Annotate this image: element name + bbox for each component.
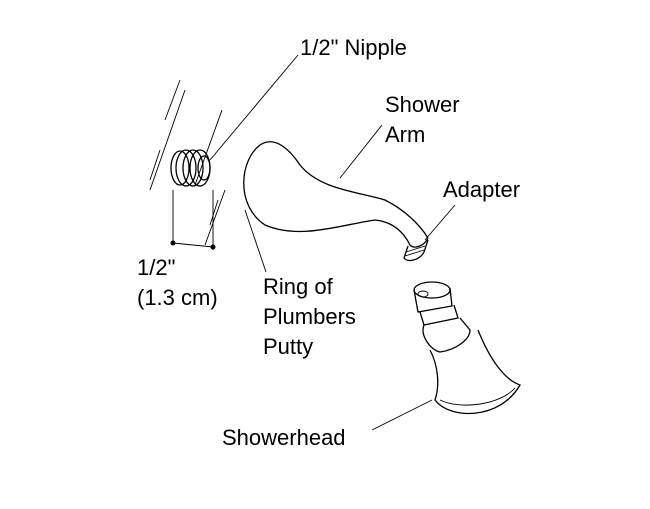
label-nipple: 1/2" Nipple: [300, 35, 407, 60]
label-putty-line2: Plumbers: [263, 304, 356, 329]
label-dimension-line1: 1/2": [137, 255, 175, 280]
label-shower-arm-line1: Shower: [385, 92, 460, 117]
label-adapter: Adapter: [443, 177, 520, 202]
label-showerhead: Showerhead: [222, 425, 346, 450]
leader-lines: [209, 54, 456, 431]
label-shower-arm-line2: Arm: [385, 122, 425, 147]
nipple-part: [170, 149, 211, 187]
showerhead-part: [413, 281, 521, 415]
label-dimension-line2: (1.3 cm): [137, 285, 218, 310]
label-putty-line1: Ring of: [263, 274, 334, 299]
dimension-marker: [170, 190, 216, 250]
wall-hatching: [149, 79, 226, 246]
label-putty-line3: Putty: [263, 334, 313, 359]
shower-arm-part: [243, 141, 429, 262]
